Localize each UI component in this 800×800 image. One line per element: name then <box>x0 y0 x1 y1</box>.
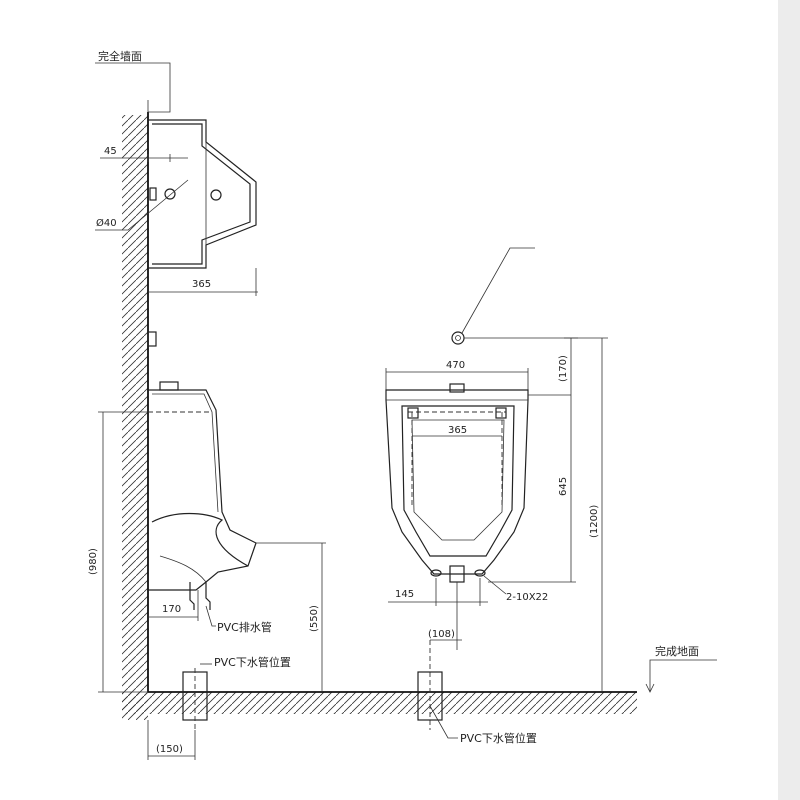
dim-980 <box>98 411 148 693</box>
wall-stub <box>147 331 157 347</box>
dim-170-side <box>148 590 199 621</box>
dim-40-label: Ø40 <box>96 217 117 229</box>
wall-surface-leader <box>95 62 171 113</box>
dim-365-side-label: 365 <box>192 279 211 290</box>
dim-550 <box>256 542 326 692</box>
dim-2x10x22-label: 2-10X22 <box>506 592 548 603</box>
dim-365-side <box>148 268 258 296</box>
dim-470 <box>385 368 529 390</box>
side-flush-box <box>148 119 257 269</box>
dim-108 <box>429 582 462 730</box>
pvc-down-right-label: PVC下水管位置 <box>460 731 537 745</box>
wall-surface-label: 完全墙面 <box>98 49 142 63</box>
pvc-down-left <box>182 663 212 730</box>
dim-150 <box>147 720 196 760</box>
dim-45-label: 45 <box>104 146 117 157</box>
dim-150-label: (150) <box>156 744 183 755</box>
pvc-drain-label: PVC排水管 <box>217 620 272 634</box>
dim-980-label: (980) <box>88 548 99 575</box>
floor-surface-label: 完成地面 <box>655 644 699 658</box>
dim-645-label: 645 <box>558 477 569 496</box>
front-flush-valve <box>451 247 608 345</box>
dim-365-front-label: 365 <box>448 425 467 436</box>
dim-170-front-label: (170) <box>558 355 569 382</box>
dim-470-label: 470 <box>446 360 465 371</box>
page-edge <box>778 0 800 800</box>
pvc-down-right <box>417 671 458 739</box>
floor-surface-leader <box>645 659 717 693</box>
dim-645 <box>488 395 576 583</box>
dim-45 <box>100 154 188 162</box>
front-urinal <box>385 383 571 583</box>
dim-170-front <box>564 337 578 395</box>
dim-40 <box>95 179 189 231</box>
dim-1200-label: (1200) <box>589 505 600 538</box>
wall <box>122 112 149 720</box>
pvc-drain-pipe <box>189 582 216 627</box>
dim-145-label: 145 <box>395 589 414 600</box>
dim-2x10x22-leader <box>483 575 507 595</box>
dim-170-side-label: 170 <box>162 604 181 615</box>
dim-108-label: (108) <box>428 629 455 640</box>
dim-550-label: (550) <box>309 605 320 632</box>
pvc-down-left-label: PVC下水管位置 <box>214 655 291 669</box>
dim-145 <box>388 578 488 606</box>
floor <box>122 691 637 714</box>
side-urinal <box>148 381 257 591</box>
